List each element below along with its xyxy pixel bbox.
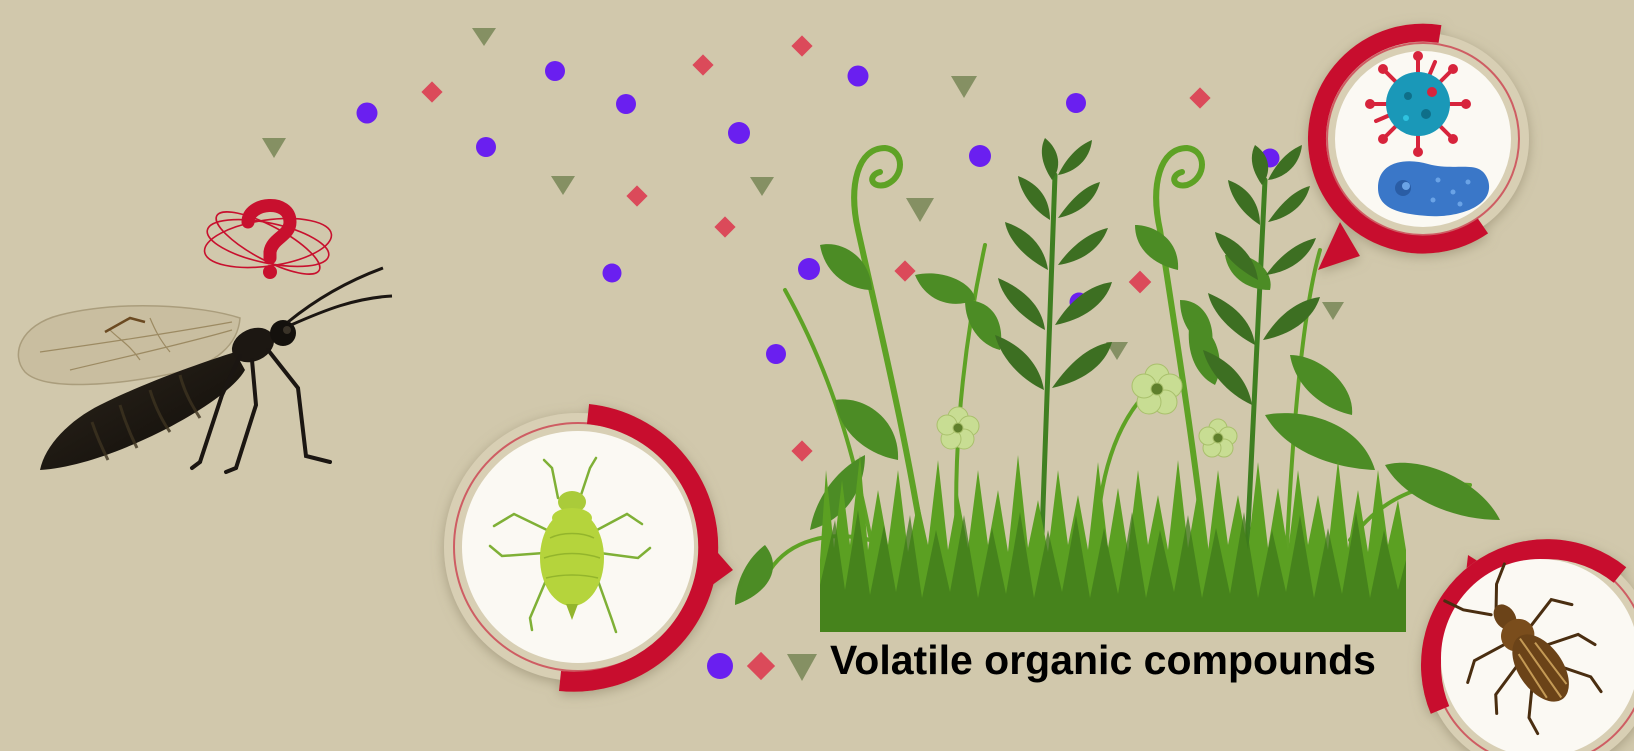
voc-triangle [750,177,774,196]
voc-triangle [472,28,496,46]
voc-circle [545,61,565,81]
voc-diamond [421,81,442,102]
voc-circle [357,103,378,124]
legend-triangle-icon [787,654,817,681]
voc-circle [848,66,869,87]
legend-label: Volatile organic compounds [830,637,1376,684]
question-mark-icon [201,201,334,285]
parasitoid-wasp-icon [18,268,392,472]
voc-diamond [714,216,735,237]
voc-triangle [1322,302,1344,320]
voc-diamond [894,260,915,281]
voc-diamond [791,35,812,56]
voc-circle [798,258,820,280]
voc-circle [728,122,750,144]
voc-circle [1066,93,1086,113]
voc-triangle [262,138,286,158]
voc-circle [969,145,991,167]
voc-circle [603,264,622,283]
voc-diamond [1189,87,1210,108]
voc-diamond [626,185,647,206]
voc-circle [616,94,636,114]
legend-diamond-icon [747,652,775,680]
volatile-particles [262,28,1344,462]
legend-circle-icon [707,653,733,679]
voc-circle [766,344,786,364]
legend-symbols [707,652,817,681]
voc-diamond [791,440,812,461]
voc-triangle [551,176,575,195]
voc-circle [476,137,496,157]
voc-diamond [692,54,713,75]
voc-triangle [951,76,977,98]
voc-diamond [1129,271,1152,294]
voc-triangle [906,198,934,222]
microbe-bubble [1317,33,1529,270]
